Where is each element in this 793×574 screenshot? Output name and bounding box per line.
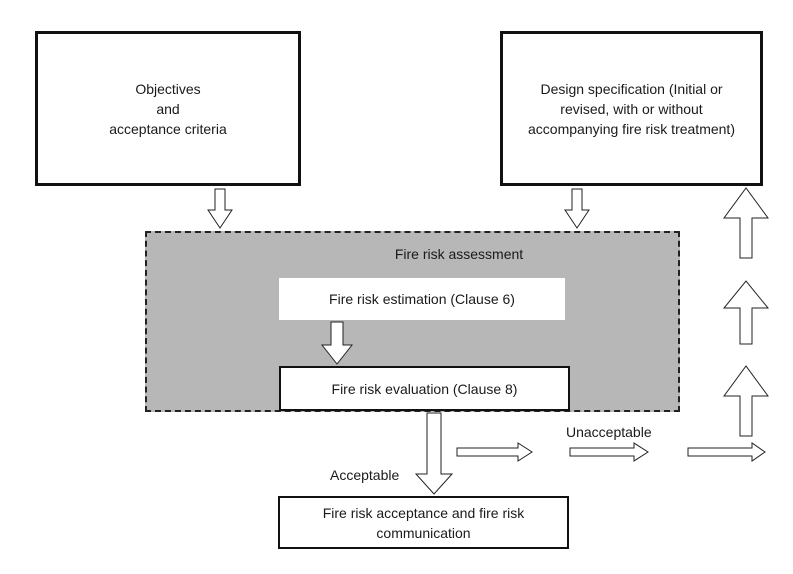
arrow-up-1 bbox=[723, 365, 769, 437]
arrow-right-3 bbox=[687, 442, 766, 462]
fire-risk-evaluation-box: Fire risk evaluation (Clause 8) bbox=[279, 366, 570, 411]
arrow-down-estimation bbox=[320, 321, 354, 365]
fire-risk-estimation-label: Fire risk estimation (Clause 6) bbox=[329, 291, 515, 307]
objectives-box: Objectives and acceptance criteria bbox=[35, 31, 301, 186]
arrow-up-3 bbox=[723, 187, 769, 259]
arrow-down-design bbox=[564, 188, 590, 229]
design-specification-box: Design specification (Initial or revised… bbox=[500, 31, 763, 186]
arrow-down-objectives bbox=[207, 188, 233, 229]
objectives-label: Objectives and acceptance criteria bbox=[109, 80, 227, 137]
arrow-right-2 bbox=[569, 442, 649, 462]
fire-risk-assessment-title: Fire risk assessment bbox=[394, 246, 524, 262]
fire-risk-acceptance-label: Fire risk acceptance and fire risk commu… bbox=[322, 504, 525, 541]
acceptable-label: Acceptable bbox=[330, 467, 400, 483]
fire-risk-estimation-box: Fire risk estimation (Clause 6) bbox=[279, 278, 565, 320]
fire-risk-evaluation-label: Fire risk evaluation (Clause 8) bbox=[331, 380, 518, 397]
arrow-up-2 bbox=[722, 280, 770, 345]
design-specification-label: Design specification (Initial or revised… bbox=[528, 80, 735, 137]
arrow-down-acceptable bbox=[414, 412, 454, 495]
unacceptable-label: Unacceptable bbox=[566, 424, 652, 440]
fire-risk-acceptance-box: Fire risk acceptance and fire risk commu… bbox=[278, 496, 569, 549]
arrow-right-1 bbox=[456, 442, 533, 462]
